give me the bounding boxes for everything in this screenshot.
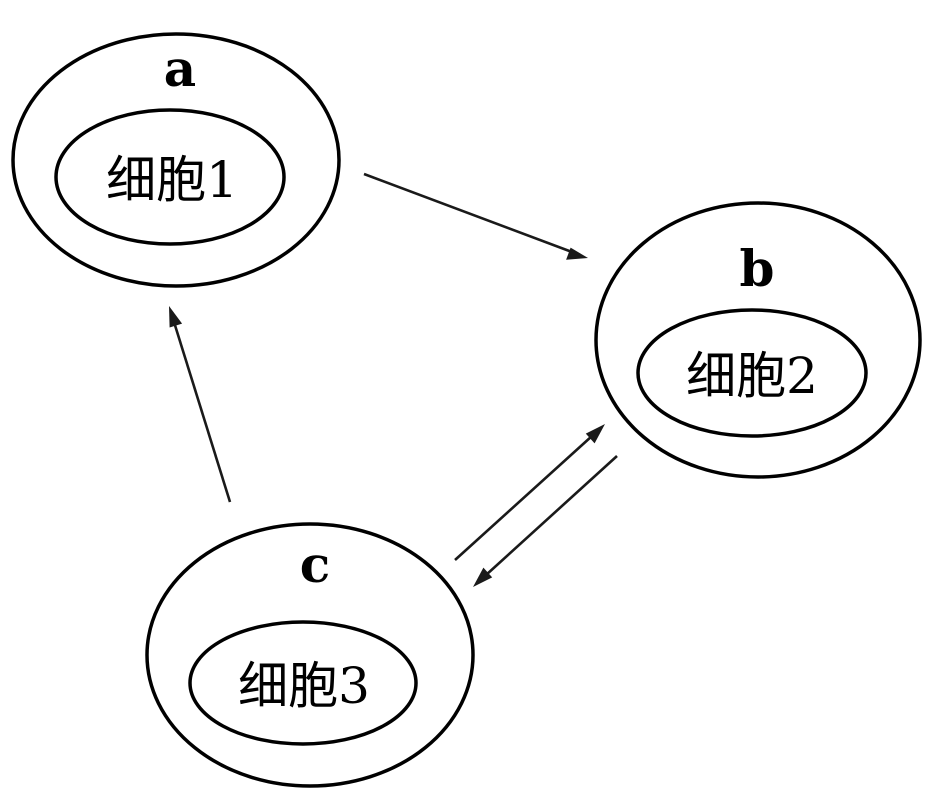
arrow-c-to-b [454, 424, 605, 561]
node-c: c 细胞3 [145, 522, 475, 788]
node-a-inner-ring [54, 108, 286, 246]
node-b-cell-label: 细胞2 [686, 347, 818, 405]
arrow-b-to-c [473, 455, 618, 587]
arrow-c-to-a-shaft [172, 321, 232, 503]
arrow-c-to-a [169, 306, 232, 503]
node-c-letter: c [300, 535, 330, 594]
node-b-letter: b [740, 239, 775, 298]
arrow-c-to-b-head [585, 424, 605, 444]
node-a: a 细胞1 [11, 32, 341, 288]
arrow-c-to-b-shaft [454, 435, 593, 561]
arrow-a-to-b-head [566, 247, 588, 260]
arrow-a-to-b-shaft [363, 172, 573, 254]
node-c-inner-ring [188, 620, 418, 746]
node-c-cell-label: 细胞3 [238, 657, 370, 715]
arrow-c-to-a-head [169, 306, 183, 328]
node-b: b 细胞2 [594, 201, 922, 479]
node-a-letter: a [164, 39, 196, 98]
node-b-outer-ring [594, 201, 922, 479]
node-b-inner-ring [636, 308, 868, 438]
arrow-a-to-b [363, 172, 588, 260]
node-a-cell-label: 细胞1 [106, 151, 238, 209]
arrow-b-to-c-shaft [485, 455, 618, 576]
arrow-b-to-c-head [473, 567, 493, 587]
node-c-outer-ring [145, 522, 475, 788]
node-a-outer-ring [11, 32, 341, 288]
